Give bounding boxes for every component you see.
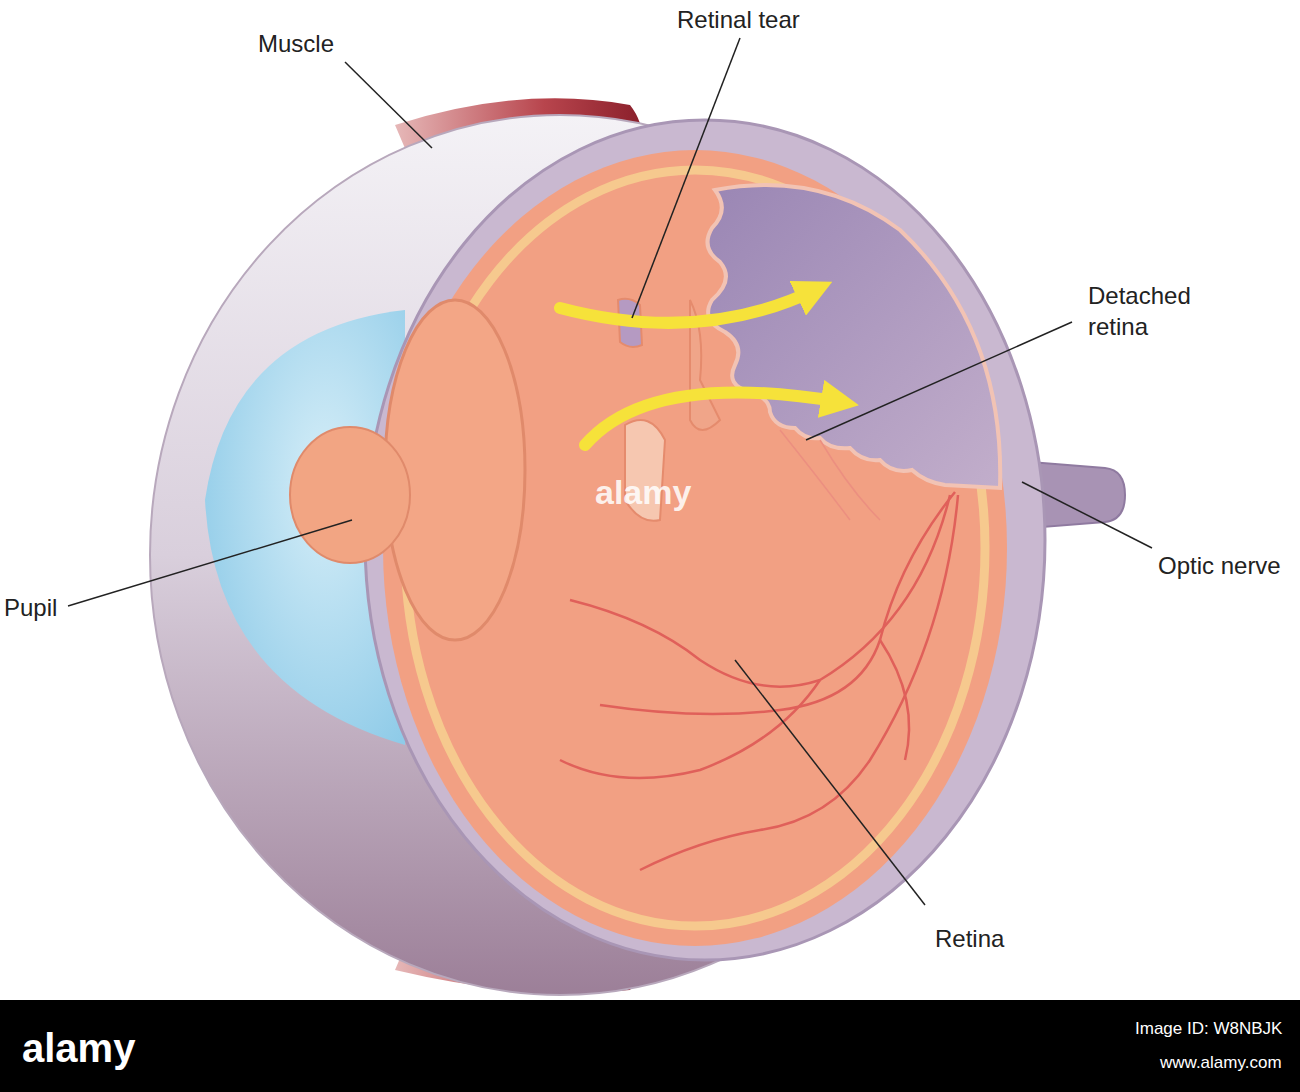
part-label: Optic nerve — [1158, 550, 1281, 581]
part-label: Retina — [935, 923, 1004, 954]
part-label: Retinal tear — [677, 4, 800, 35]
part-label: Pupil — [4, 592, 57, 623]
fluid-arrows — [560, 290, 840, 445]
watermark: alamy — [595, 470, 691, 514]
detached-retina — [708, 185, 1001, 488]
watermark-logo: alamy — [22, 1022, 135, 1074]
cut-face — [365, 120, 1045, 960]
pupil-bulge — [290, 427, 410, 563]
blood-vessels-faint — [780, 430, 880, 520]
image-id: Image ID: W8NBJK — [1135, 1018, 1282, 1040]
retina-layer — [383, 150, 1007, 946]
leader-lines — [68, 38, 1152, 905]
watermark-url: www.alamy.com — [1160, 1052, 1282, 1074]
watermark-bar — [0, 1000, 1300, 1092]
part-label: Muscle — [258, 28, 334, 59]
blood-vessels — [560, 492, 958, 870]
part-label: Detached retina — [1088, 280, 1223, 342]
